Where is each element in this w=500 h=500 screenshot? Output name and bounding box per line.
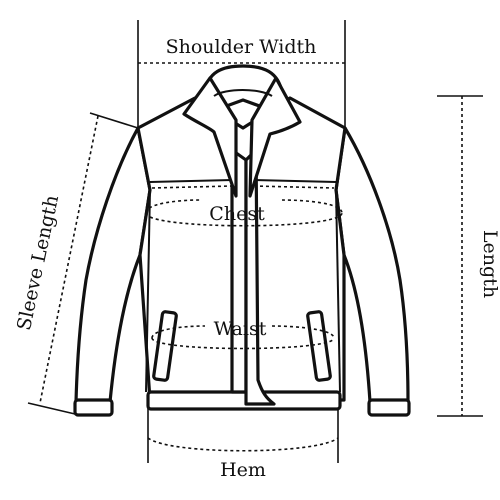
shoulder-width-label: Shoulder Width	[166, 36, 317, 58]
waist-label: Waist	[214, 318, 267, 340]
length-measure: Length	[437, 95, 500, 417]
left-cuff	[73, 398, 114, 417]
collar-left	[182, 76, 238, 198]
left-pocket	[152, 310, 178, 382]
collar-stand	[213, 89, 273, 97]
right-front-panel	[244, 148, 276, 406]
hem-measure-line	[147, 437, 339, 452]
hem-band	[146, 390, 342, 411]
chest-measure-back	[145, 199, 343, 214]
sleeve-length-label: Sleeve Length	[13, 193, 63, 332]
left-sleeve	[74, 126, 152, 404]
right-side-seam	[335, 189, 341, 393]
sleeve-bottom-tick	[27, 402, 76, 415]
yoke-stitch	[151, 185, 335, 189]
yoke-seam	[149, 179, 337, 183]
right-pocket	[306, 310, 332, 382]
sleeve-top-tick	[89, 112, 139, 129]
waist-measure-line	[151, 337, 335, 350]
length-label: Length	[479, 230, 500, 298]
collar-right	[248, 76, 302, 198]
sleeve-length-line	[39, 115, 99, 404]
right-sleeve	[334, 126, 410, 404]
waist-measure-back	[151, 325, 335, 339]
hem-label: Hem	[220, 459, 266, 481]
chest-label: Chest	[209, 203, 265, 225]
left-side-seam	[145, 189, 151, 393]
right-cuff	[367, 398, 411, 417]
jacket-outline	[73, 64, 411, 417]
length-label-bg	[468, 220, 498, 306]
